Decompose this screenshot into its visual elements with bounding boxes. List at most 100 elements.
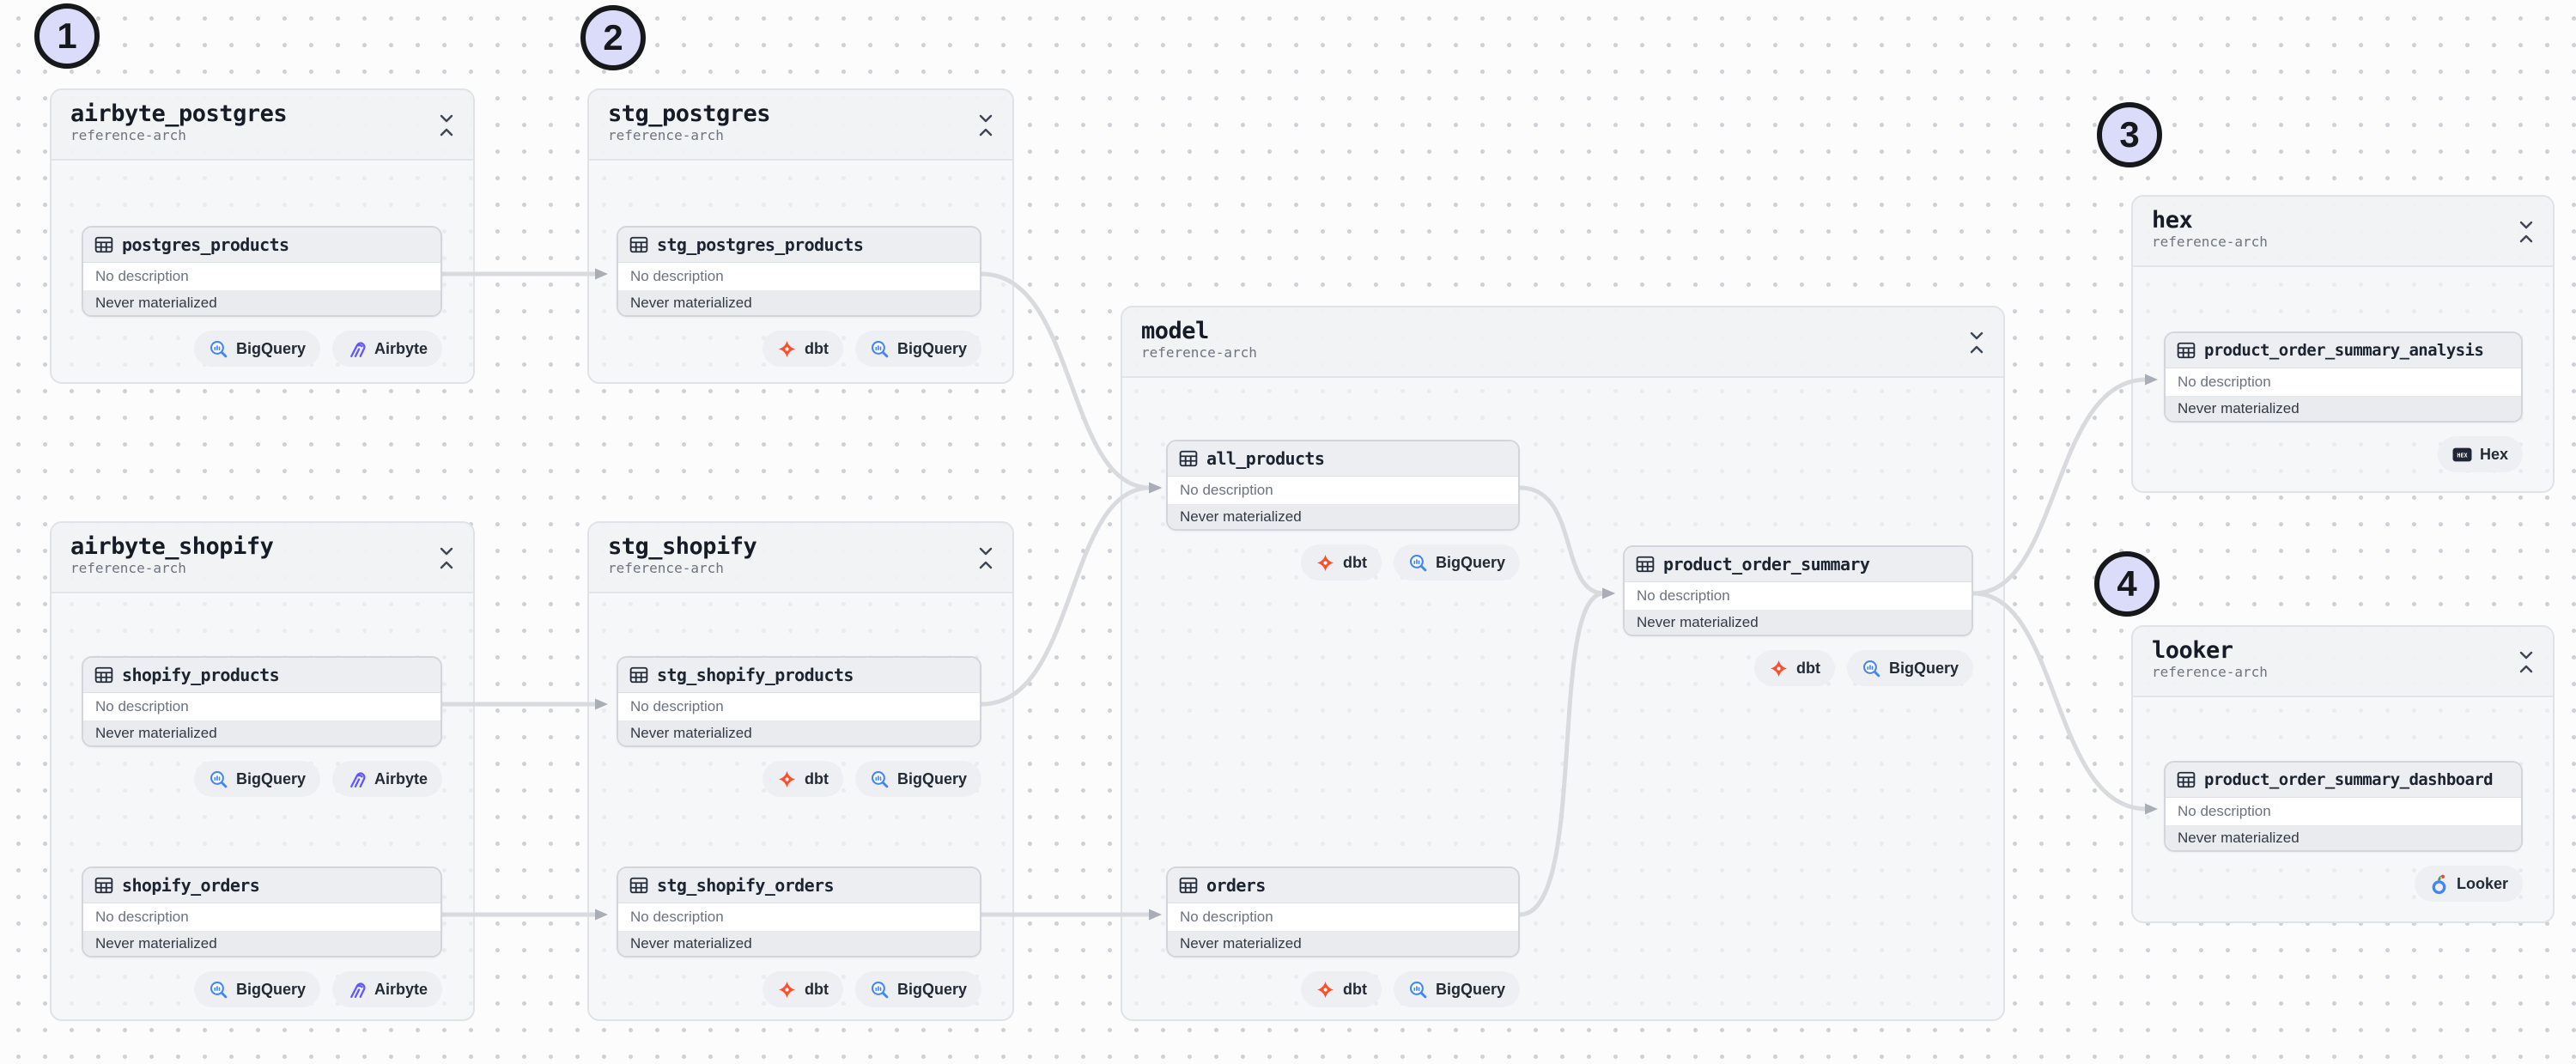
node-title-row: stg_shopify_products	[618, 658, 980, 693]
group-header: hex reference-arch	[2133, 197, 2553, 267]
badge-row: HEX Hex	[2164, 436, 2523, 472]
node-title-row: shopify_orders	[83, 868, 440, 903]
collapse-icon[interactable]	[435, 545, 458, 571]
bigquery-icon	[210, 340, 228, 357]
step-marker-2: 2	[580, 5, 646, 70]
node-description: No description	[618, 263, 980, 291]
badge-label: BigQuery	[896, 769, 967, 787]
badge-label: BigQuery	[896, 980, 967, 998]
group-header: airbyte_postgres reference-arch	[52, 90, 473, 161]
badge-bigquery: BigQuery	[1393, 971, 1520, 1007]
badge-row: Looker	[2164, 866, 2523, 902]
node-stg-shopify-products[interactable]: stg_shopify_products No description Neve…	[617, 656, 981, 747]
hex-icon: HEX	[2452, 447, 2472, 461]
node-product-order-summary-dashboard[interactable]: product_order_summary_dashboard No descr…	[2164, 761, 2523, 852]
badge-bigquery: BigQuery	[854, 761, 981, 797]
bigquery-icon	[1409, 554, 1427, 571]
node-description: No description	[83, 903, 440, 932]
collapse-icon[interactable]	[435, 112, 458, 138]
node-description: No description	[2166, 798, 2521, 826]
dbt-icon	[778, 981, 796, 998]
step-marker-1: 1	[34, 3, 100, 69]
step-marker-4: 4	[2094, 551, 2160, 617]
collapse-icon[interactable]	[2515, 649, 2537, 675]
badge-dbt: dbt	[762, 331, 843, 367]
collapse-icon[interactable]	[975, 112, 997, 138]
badge-bigquery: BigQuery	[854, 331, 981, 367]
node-title: product_order_summary_analysis	[2204, 341, 2484, 360]
bigquery-icon	[1862, 660, 1880, 677]
group-subtitle: reference-arch	[608, 127, 724, 143]
node-postgres-products[interactable]: postgres_products No description Never m…	[82, 226, 442, 317]
group-header: looker reference-arch	[2133, 627, 2553, 697]
table-icon	[629, 666, 648, 684]
dbt-icon	[1316, 554, 1334, 571]
group-subtitle: reference-arch	[1141, 344, 1257, 361]
node-description: No description	[1168, 903, 1518, 932]
badge-bigquery: BigQuery	[193, 971, 320, 1007]
node-title: postgres_products	[122, 234, 289, 255]
table-icon	[2177, 342, 2196, 359]
airbyte-icon	[350, 771, 366, 787]
group-header: stg_shopify reference-arch	[589, 523, 1012, 593]
group-header: airbyte_shopify reference-arch	[52, 523, 473, 593]
dbt-icon	[778, 770, 796, 787]
node-status: Never materialized	[1168, 932, 1518, 956]
node-stg-shopify-orders[interactable]: stg_shopify_orders No description Never …	[617, 866, 981, 958]
node-title-row: postgres_products	[83, 228, 440, 263]
group-header: stg_postgres reference-arch	[589, 90, 1012, 161]
group-title: airbyte_shopify	[70, 533, 274, 560]
badge-label: BigQuery	[1435, 553, 1505, 571]
node-status: Never materialized	[83, 932, 440, 956]
bigquery-icon	[210, 770, 228, 787]
collapse-icon[interactable]	[1965, 330, 1988, 356]
group-title: airbyte_postgres	[70, 100, 288, 127]
node-title: shopify_products	[122, 665, 280, 685]
step-marker-3: 3	[2097, 102, 2162, 167]
group-subtitle: reference-arch	[70, 560, 186, 576]
collapse-icon[interactable]	[2515, 219, 2537, 245]
badge-bigquery: BigQuery	[1393, 544, 1520, 581]
node-title-row: shopify_products	[83, 658, 440, 693]
node-title-row: stg_shopify_orders	[618, 868, 980, 903]
badge-label: dbt	[1342, 553, 1367, 571]
badge-label: BigQuery	[235, 339, 306, 357]
dbt-icon	[1770, 660, 1788, 677]
badge-row: dbt BigQuery	[617, 971, 981, 1007]
node-status: Never materialized	[618, 721, 980, 745]
node-shopify-orders[interactable]: shopify_orders No description Never mate…	[82, 866, 442, 958]
node-all-products[interactable]: all_products No description Never materi…	[1166, 440, 1520, 531]
badge-bigquery: BigQuery	[193, 761, 320, 797]
badge-label: dbt	[1342, 980, 1367, 998]
badge-row: dbt BigQuery	[1166, 971, 1520, 1007]
badge-row: BigQuery Airbyte	[82, 761, 442, 797]
node-description: No description	[618, 903, 980, 932]
group-title: looker	[2152, 637, 2233, 664]
node-title-row: product_order_summary	[1625, 547, 1971, 582]
node-description: No description	[83, 693, 440, 721]
badge-label: Airbyte	[374, 980, 428, 998]
badge-label: dbt	[804, 339, 829, 357]
node-title-row: all_products	[1168, 441, 1518, 477]
badge-airbyte: Airbyte	[331, 971, 442, 1007]
collapse-icon[interactable]	[975, 545, 997, 571]
node-product-order-summary-analysis[interactable]: product_order_summary_analysis No descri…	[2164, 331, 2523, 423]
node-stg-postgres-products[interactable]: stg_postgres_products No description Nev…	[617, 226, 981, 317]
dbt-icon	[778, 340, 796, 357]
node-product-order-summary[interactable]: product_order_summary No description Nev…	[1623, 545, 1973, 636]
table-icon	[94, 236, 113, 253]
bigquery-icon	[1409, 981, 1427, 998]
badge-row: BigQuery Airbyte	[82, 331, 442, 367]
group-subtitle: reference-arch	[2152, 664, 2268, 680]
badge-dbt: dbt	[1300, 544, 1382, 581]
badge-label: Airbyte	[374, 339, 428, 357]
node-shopify-products[interactable]: shopify_products No description Never ma…	[82, 656, 442, 747]
node-title: stg_shopify_orders	[657, 875, 835, 896]
svg-text:HEX: HEX	[2457, 452, 2467, 459]
badge-row: dbt BigQuery	[617, 761, 981, 797]
bigquery-icon	[871, 981, 889, 998]
node-orders[interactable]: orders No description Never materialized	[1166, 866, 1520, 958]
node-title-row: stg_postgres_products	[618, 228, 980, 263]
badge-bigquery: BigQuery	[1846, 650, 1973, 686]
